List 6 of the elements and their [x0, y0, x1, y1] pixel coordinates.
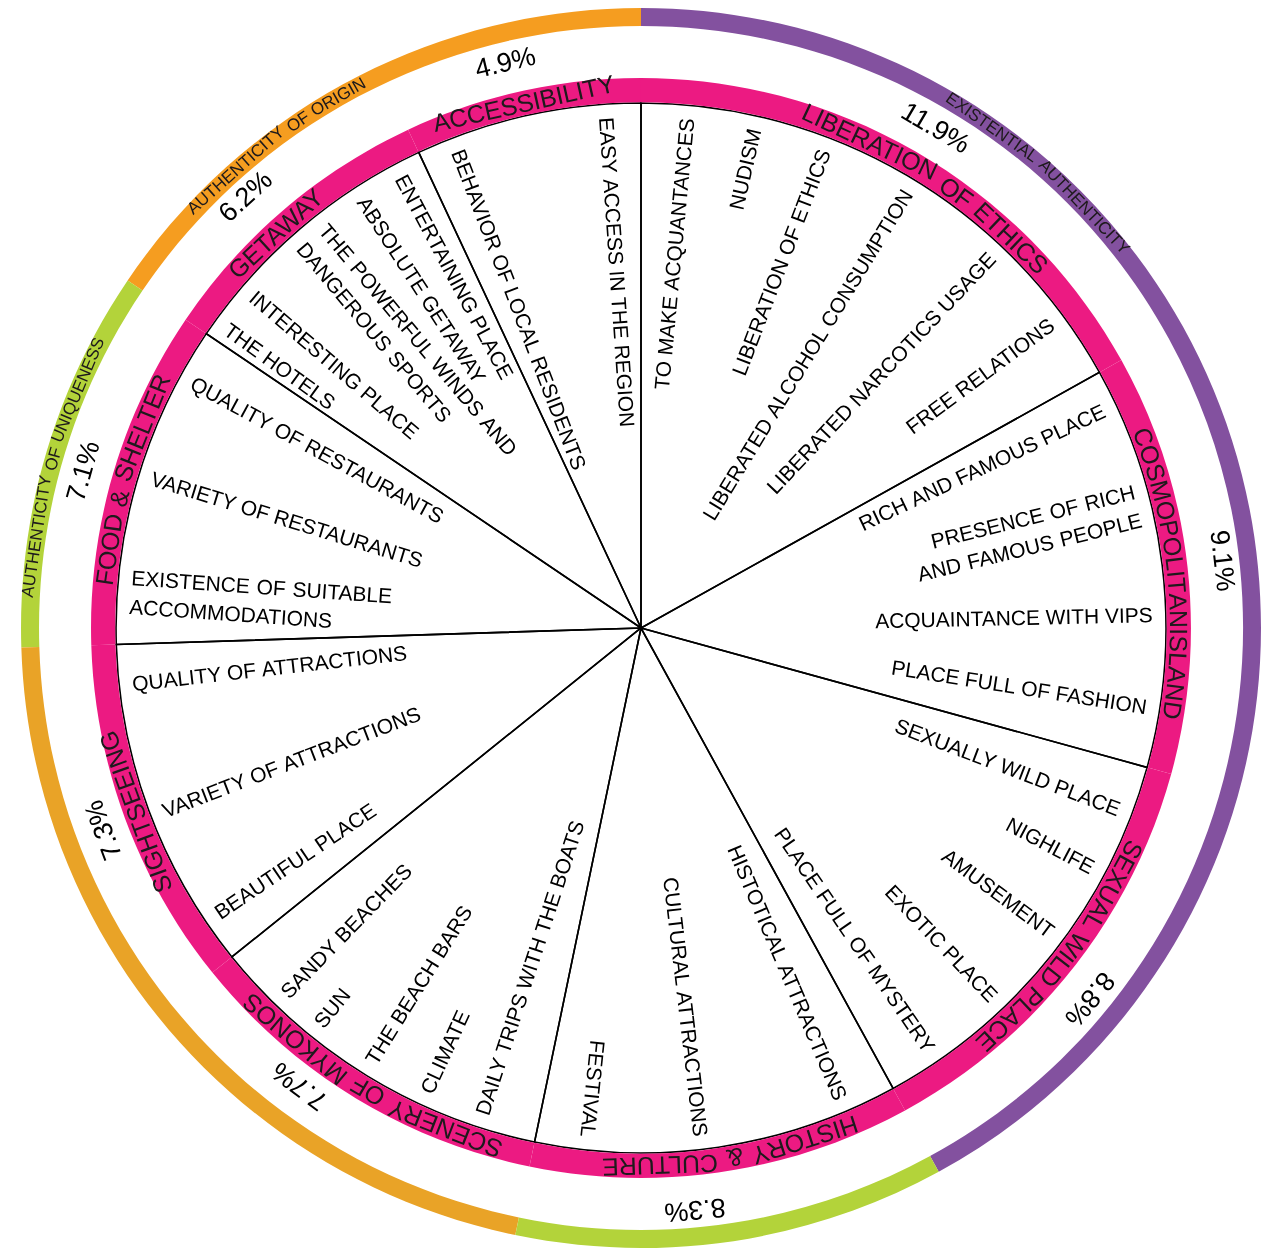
item-label: NUDISM — [729, 129, 761, 210]
item-label: PLACE FULL OF FASHION — [892, 660, 1147, 715]
percentage-label: 9.1% — [1210, 531, 1236, 591]
item-label: ACQUAINTANCE WITH VIPS — [875, 607, 1152, 632]
percentage-label: 8.3% — [665, 1198, 725, 1223]
percentage-label: 4.9% — [476, 47, 536, 77]
